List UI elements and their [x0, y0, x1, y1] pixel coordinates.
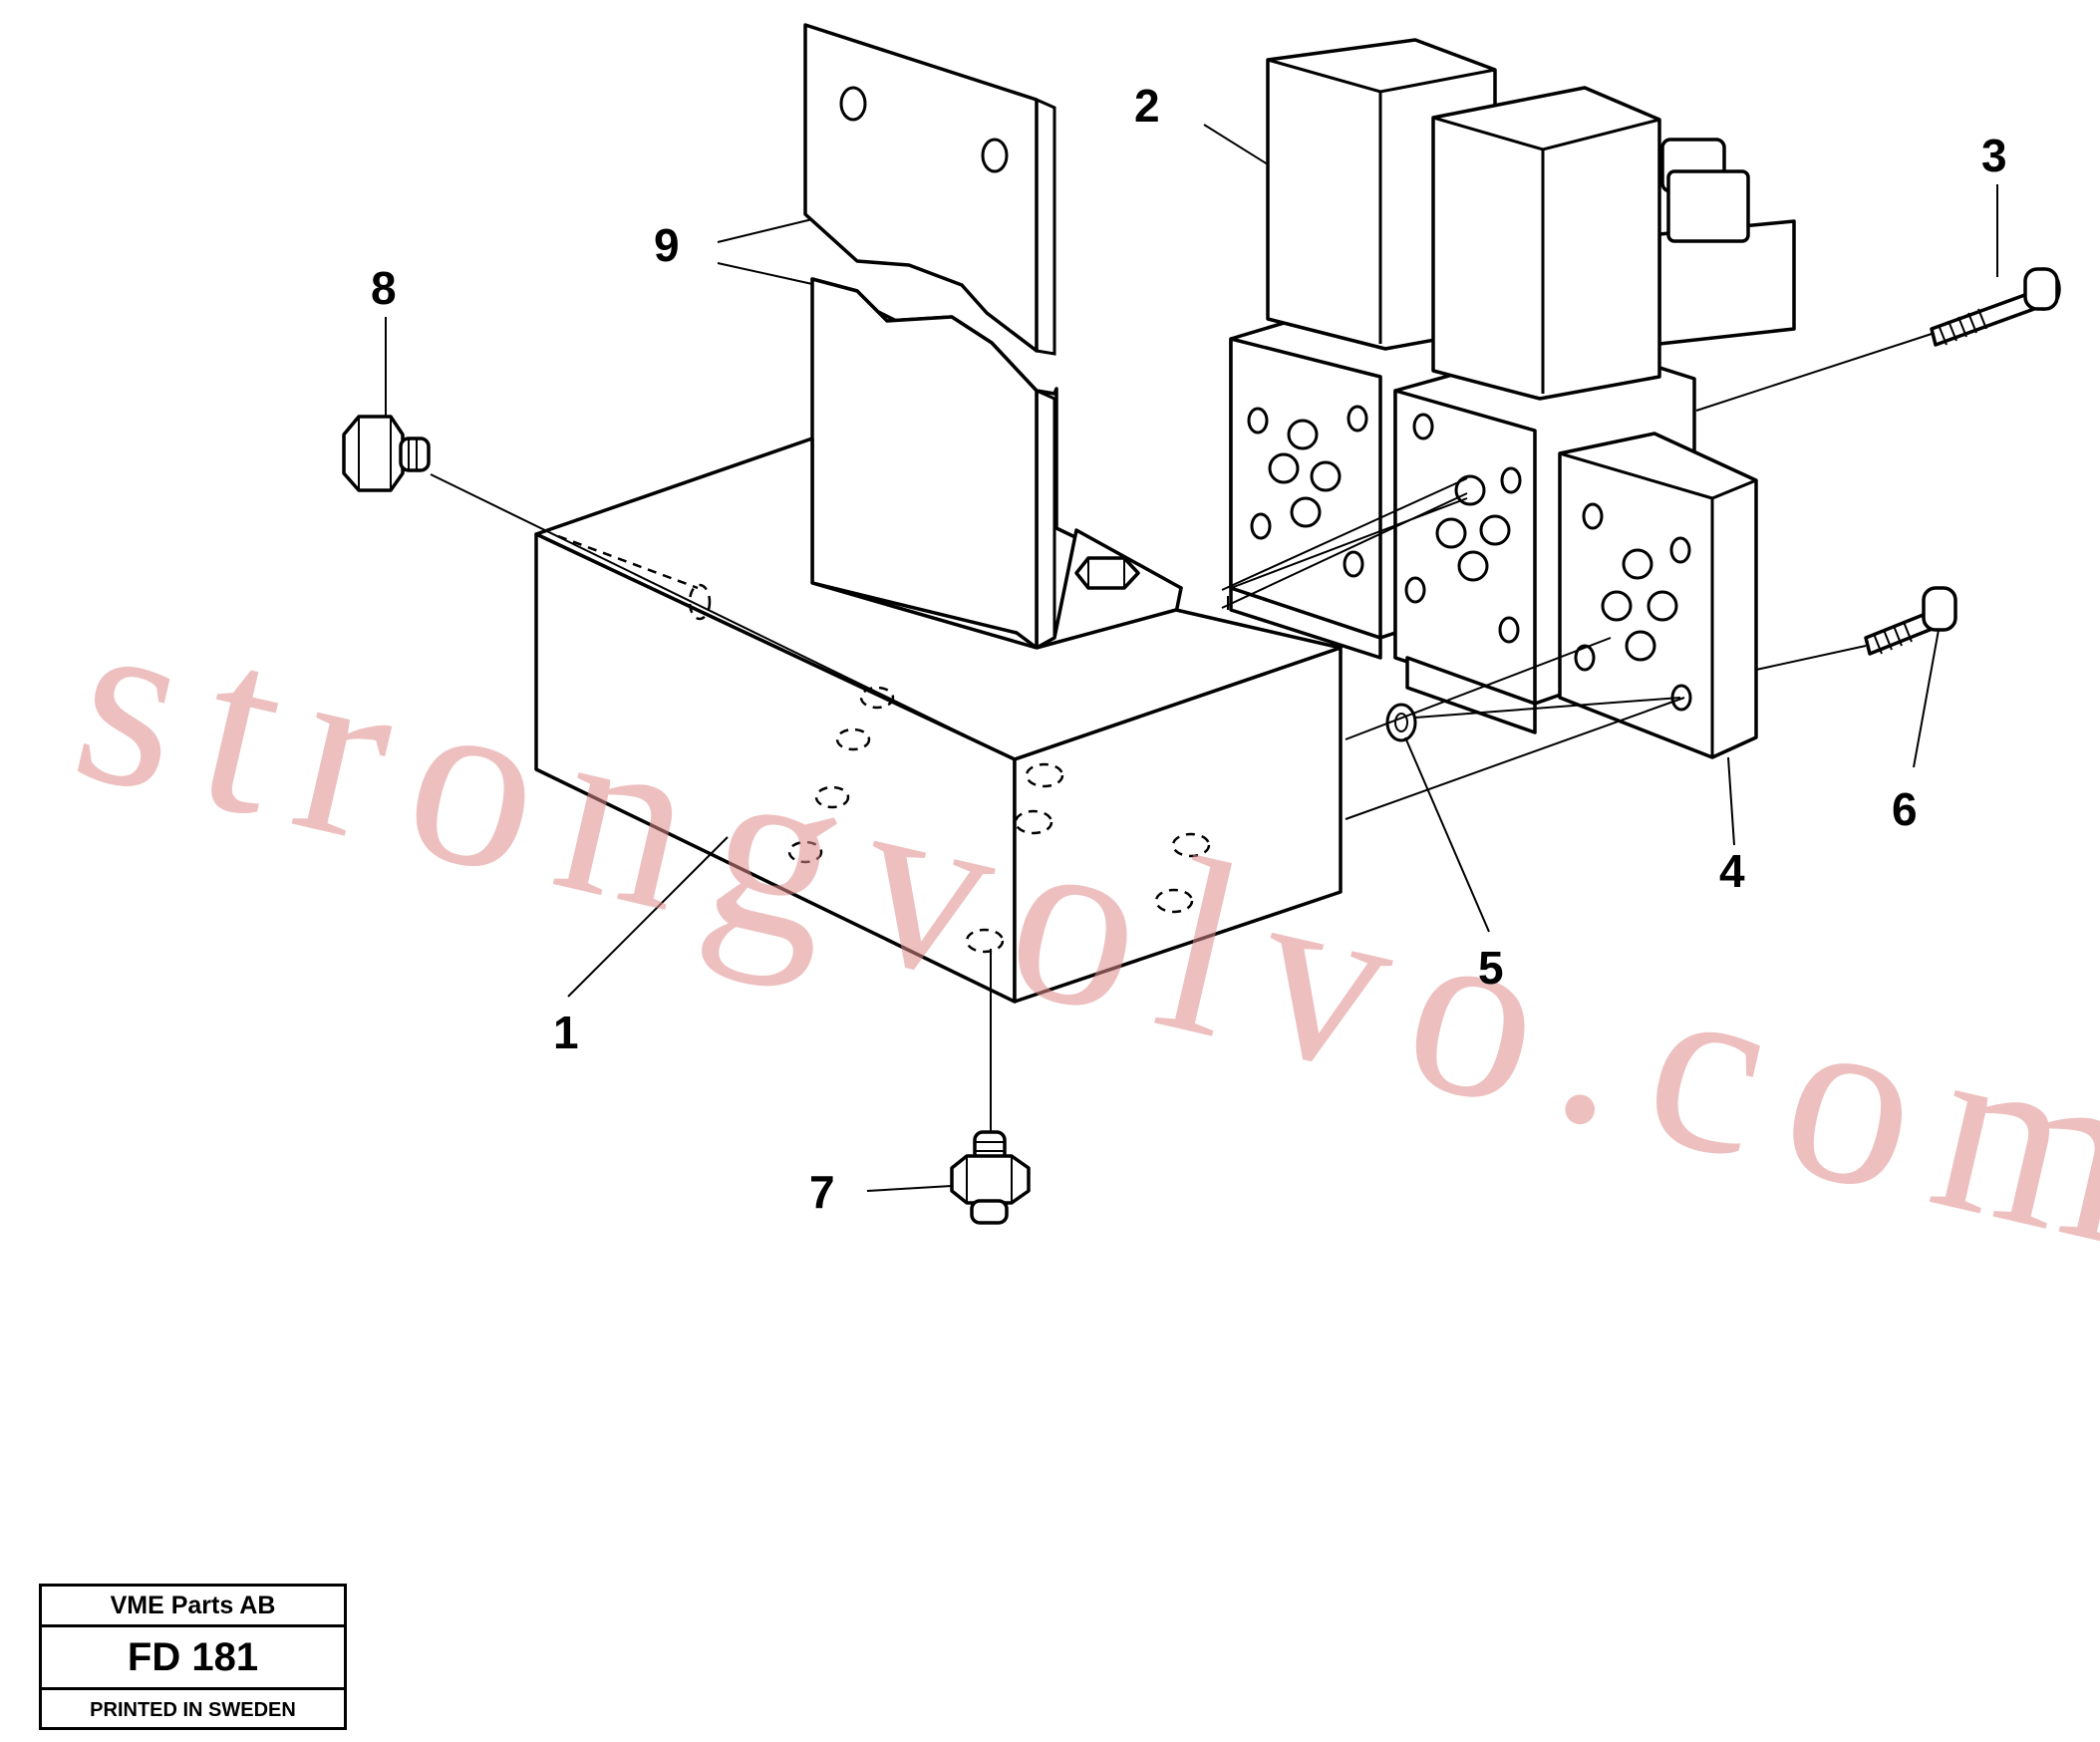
bracket-plate [803, 23, 1183, 660]
callout-8: 8 [371, 262, 397, 314]
callout-9: 9 [654, 219, 680, 271]
title-block: VME Parts AB FD 181 PRINTED IN SWEDEN [39, 1584, 347, 1730]
callout-6: 6 [1892, 783, 1918, 835]
plug-8 [342, 415, 431, 492]
callout-1: 1 [553, 1007, 579, 1058]
company-name: VME Parts AB [42, 1587, 344, 1627]
callout-2: 2 [1134, 80, 1160, 132]
callout-4: 4 [1719, 845, 1745, 897]
callout-3: 3 [1981, 130, 2007, 181]
assembly-lines [385, 124, 1998, 1192]
printed-note: PRINTED IN SWEDEN [90, 1698, 296, 1721]
drawing-code: FD 181 [42, 1627, 344, 1690]
nipple-7 [950, 1130, 1031, 1225]
screw-long [1930, 267, 2061, 347]
cover-plate [1558, 432, 1758, 759]
callout-7: 7 [809, 1166, 835, 1218]
callout-5: 5 [1478, 942, 1504, 994]
screw-short [1864, 586, 1957, 656]
main-block [534, 436, 1343, 1004]
